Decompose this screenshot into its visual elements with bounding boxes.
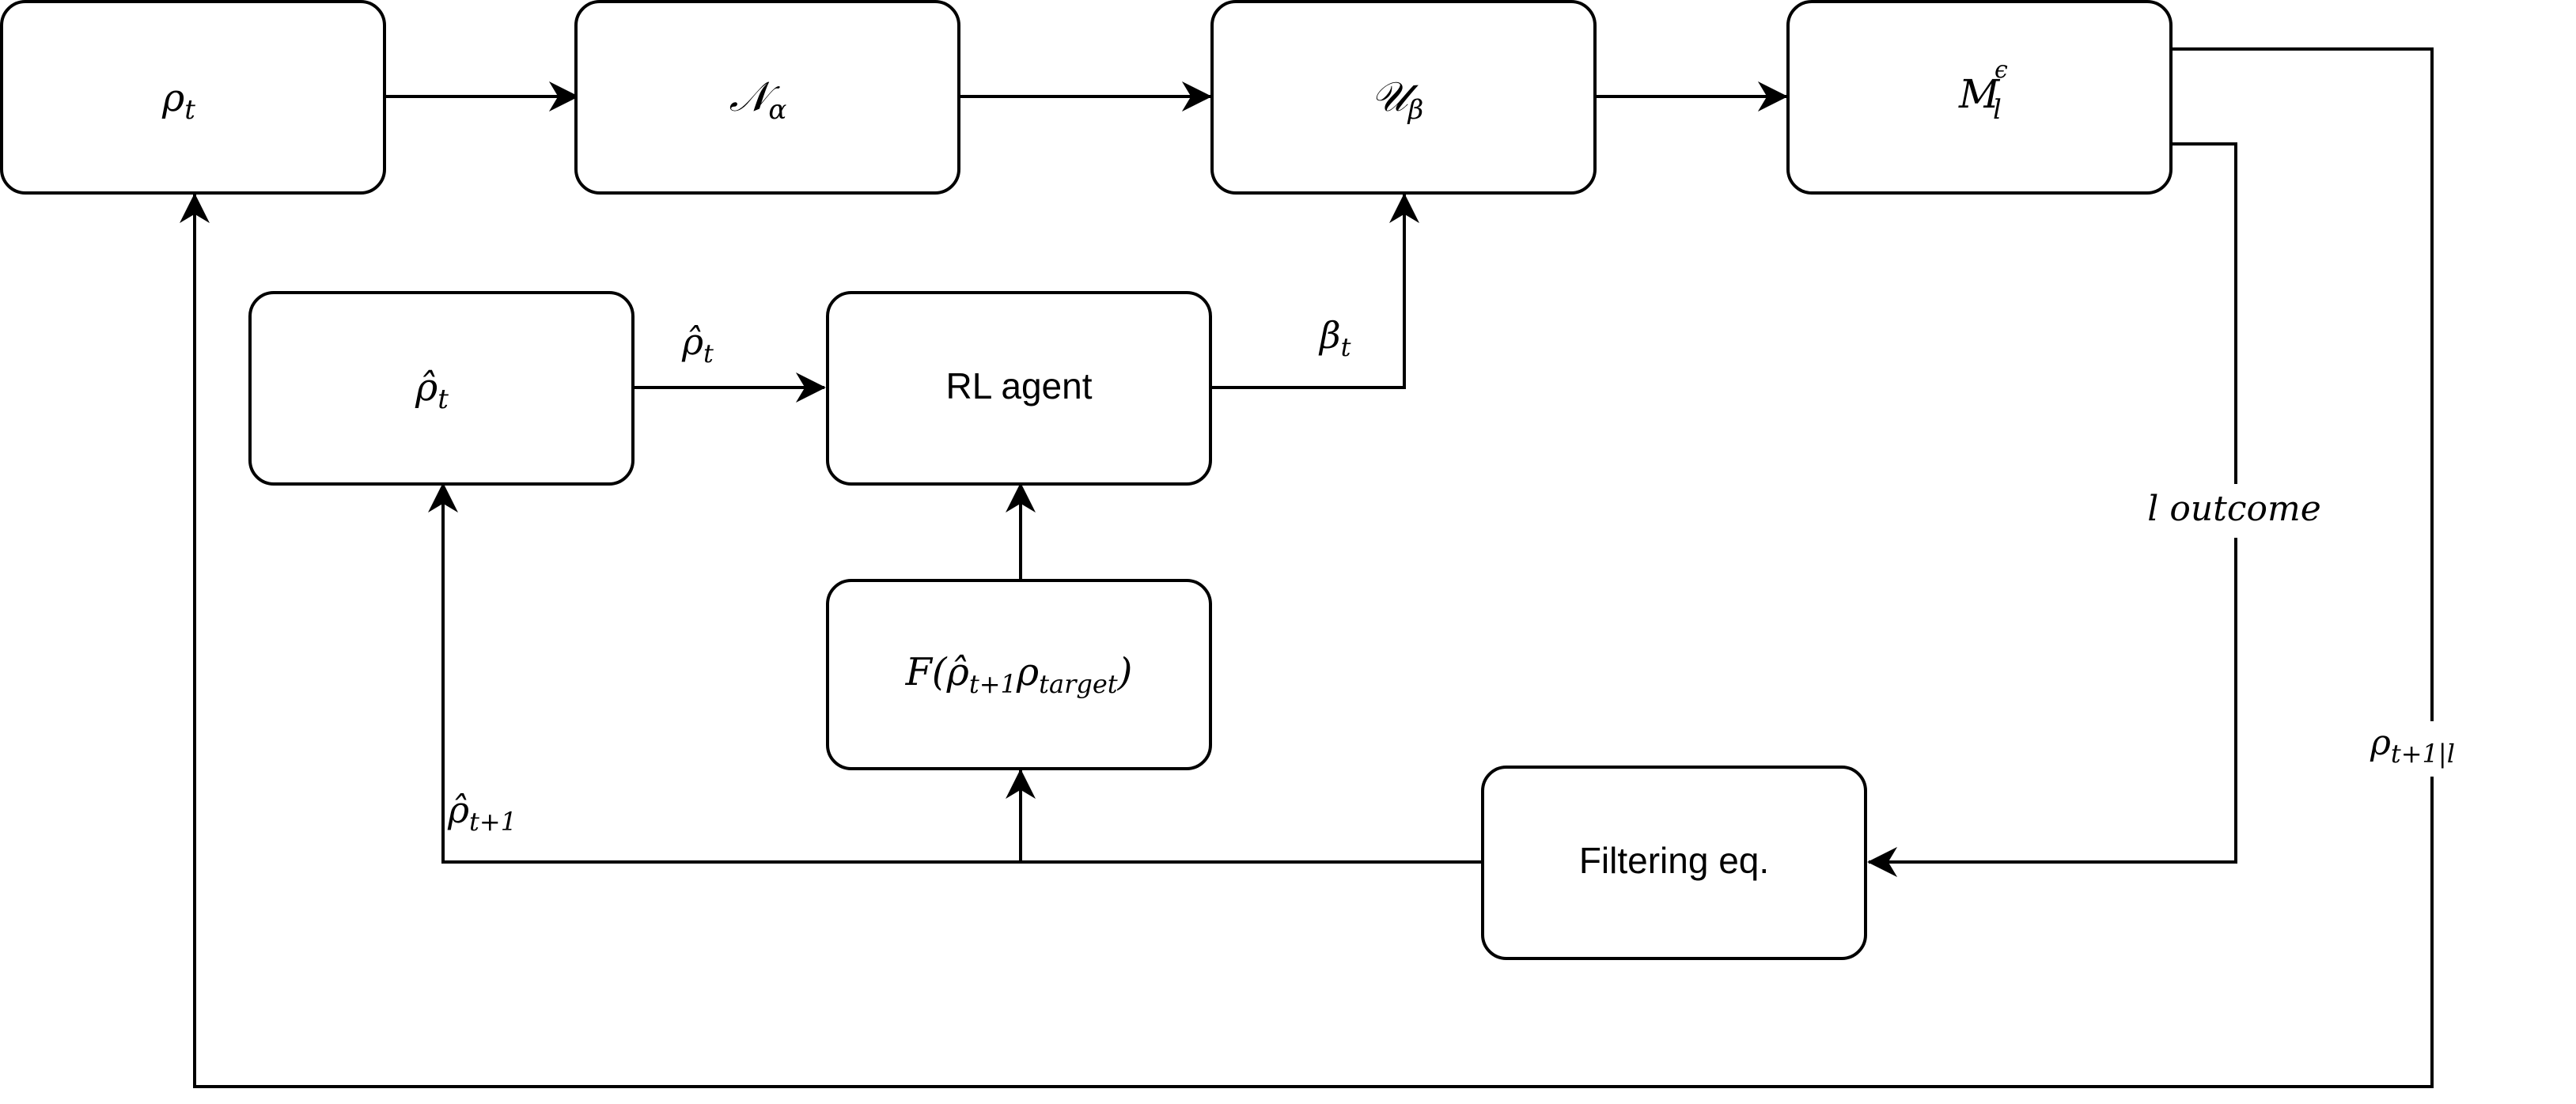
edge-label-outcome-background [2142, 484, 2326, 538]
node-noise-channel: 𝒩α [574, 0, 960, 195]
node-measurement: M ϵ l [1786, 0, 2173, 195]
node-rl-agent: RL agent [826, 291, 1212, 486]
edges [180, 47, 2434, 1088]
edge-agent-to-unitary [1210, 193, 1419, 389]
node-measurement-label: M [1958, 71, 2001, 117]
node-rl-agent-label: RL agent [946, 365, 1093, 406]
node-measurement-sup: ϵ [1995, 56, 2008, 84]
node-rho-hat-t-label: ρ̂t [415, 365, 449, 415]
node-rho-t-label: ρt [161, 76, 195, 126]
node-unitary: 𝒰β [1210, 0, 1597, 195]
node-rho-t: ρt [0, 0, 386, 195]
edge-label-rho-t1-l: ρt+1|l [2370, 723, 2455, 769]
node-filtering-label: Filtering eq. [1579, 840, 1769, 881]
edge-label-rho-hat-t: ρ̂t [681, 320, 714, 369]
node-fidelity-label: F(ρ̂t+1ρtarget) [905, 650, 1133, 699]
node-fidelity: F(ρ̂t+1ρtarget) [826, 579, 1212, 770]
edge-filtering-to-estimate [428, 482, 1484, 864]
node-rho-hat-t: ρ̂t [248, 291, 635, 486]
node-measurement-sub: l [1993, 94, 2002, 126]
edge-label-post-measurement-background [2366, 721, 2500, 777]
edge-measure-feedback-to-rho [180, 47, 2434, 1088]
edge-label-beta-t: βt [1318, 314, 1351, 362]
edge-label-rho-hat-t1: ρ̂t+1 [447, 788, 517, 837]
node-noise-label: 𝒩α [729, 74, 787, 126]
edge-label-l-outcome: l outcome [2147, 489, 2320, 529]
node-filtering-eq: Filtering eq. [1481, 766, 1867, 960]
